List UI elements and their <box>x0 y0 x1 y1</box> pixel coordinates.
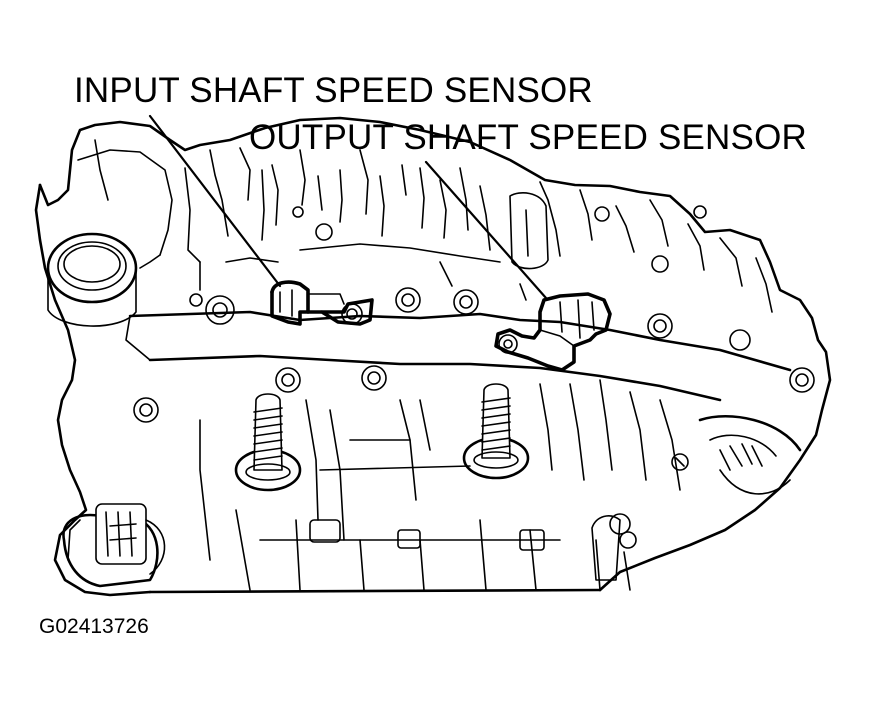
valve-body-band <box>125 261 815 423</box>
left-port <box>46 232 138 327</box>
stud-bolt-left <box>234 393 302 492</box>
output-shaft-speed-sensor <box>494 292 612 372</box>
right-bore <box>671 414 802 495</box>
leader-line-output <box>424 160 548 300</box>
input-shaft-speed-sensor <box>270 280 374 326</box>
right-bracket <box>591 513 637 591</box>
callout-output-shaft-speed-sensor: OUTPUT SHAFT SPEED SENSOR <box>249 118 807 157</box>
callout-input-shaft-speed-sensor: INPUT SHAFT SPEED SENSOR <box>74 71 593 110</box>
upper-housing-detail <box>77 139 773 313</box>
lower-left-connector <box>62 503 166 588</box>
lower-case-ribs <box>199 379 681 591</box>
transaxle-case <box>34 116 832 597</box>
leader-lines <box>148 114 548 300</box>
figure-id: G02413726 <box>39 615 149 638</box>
stud-bolt-right <box>462 383 530 480</box>
leader-line-input <box>148 114 282 288</box>
